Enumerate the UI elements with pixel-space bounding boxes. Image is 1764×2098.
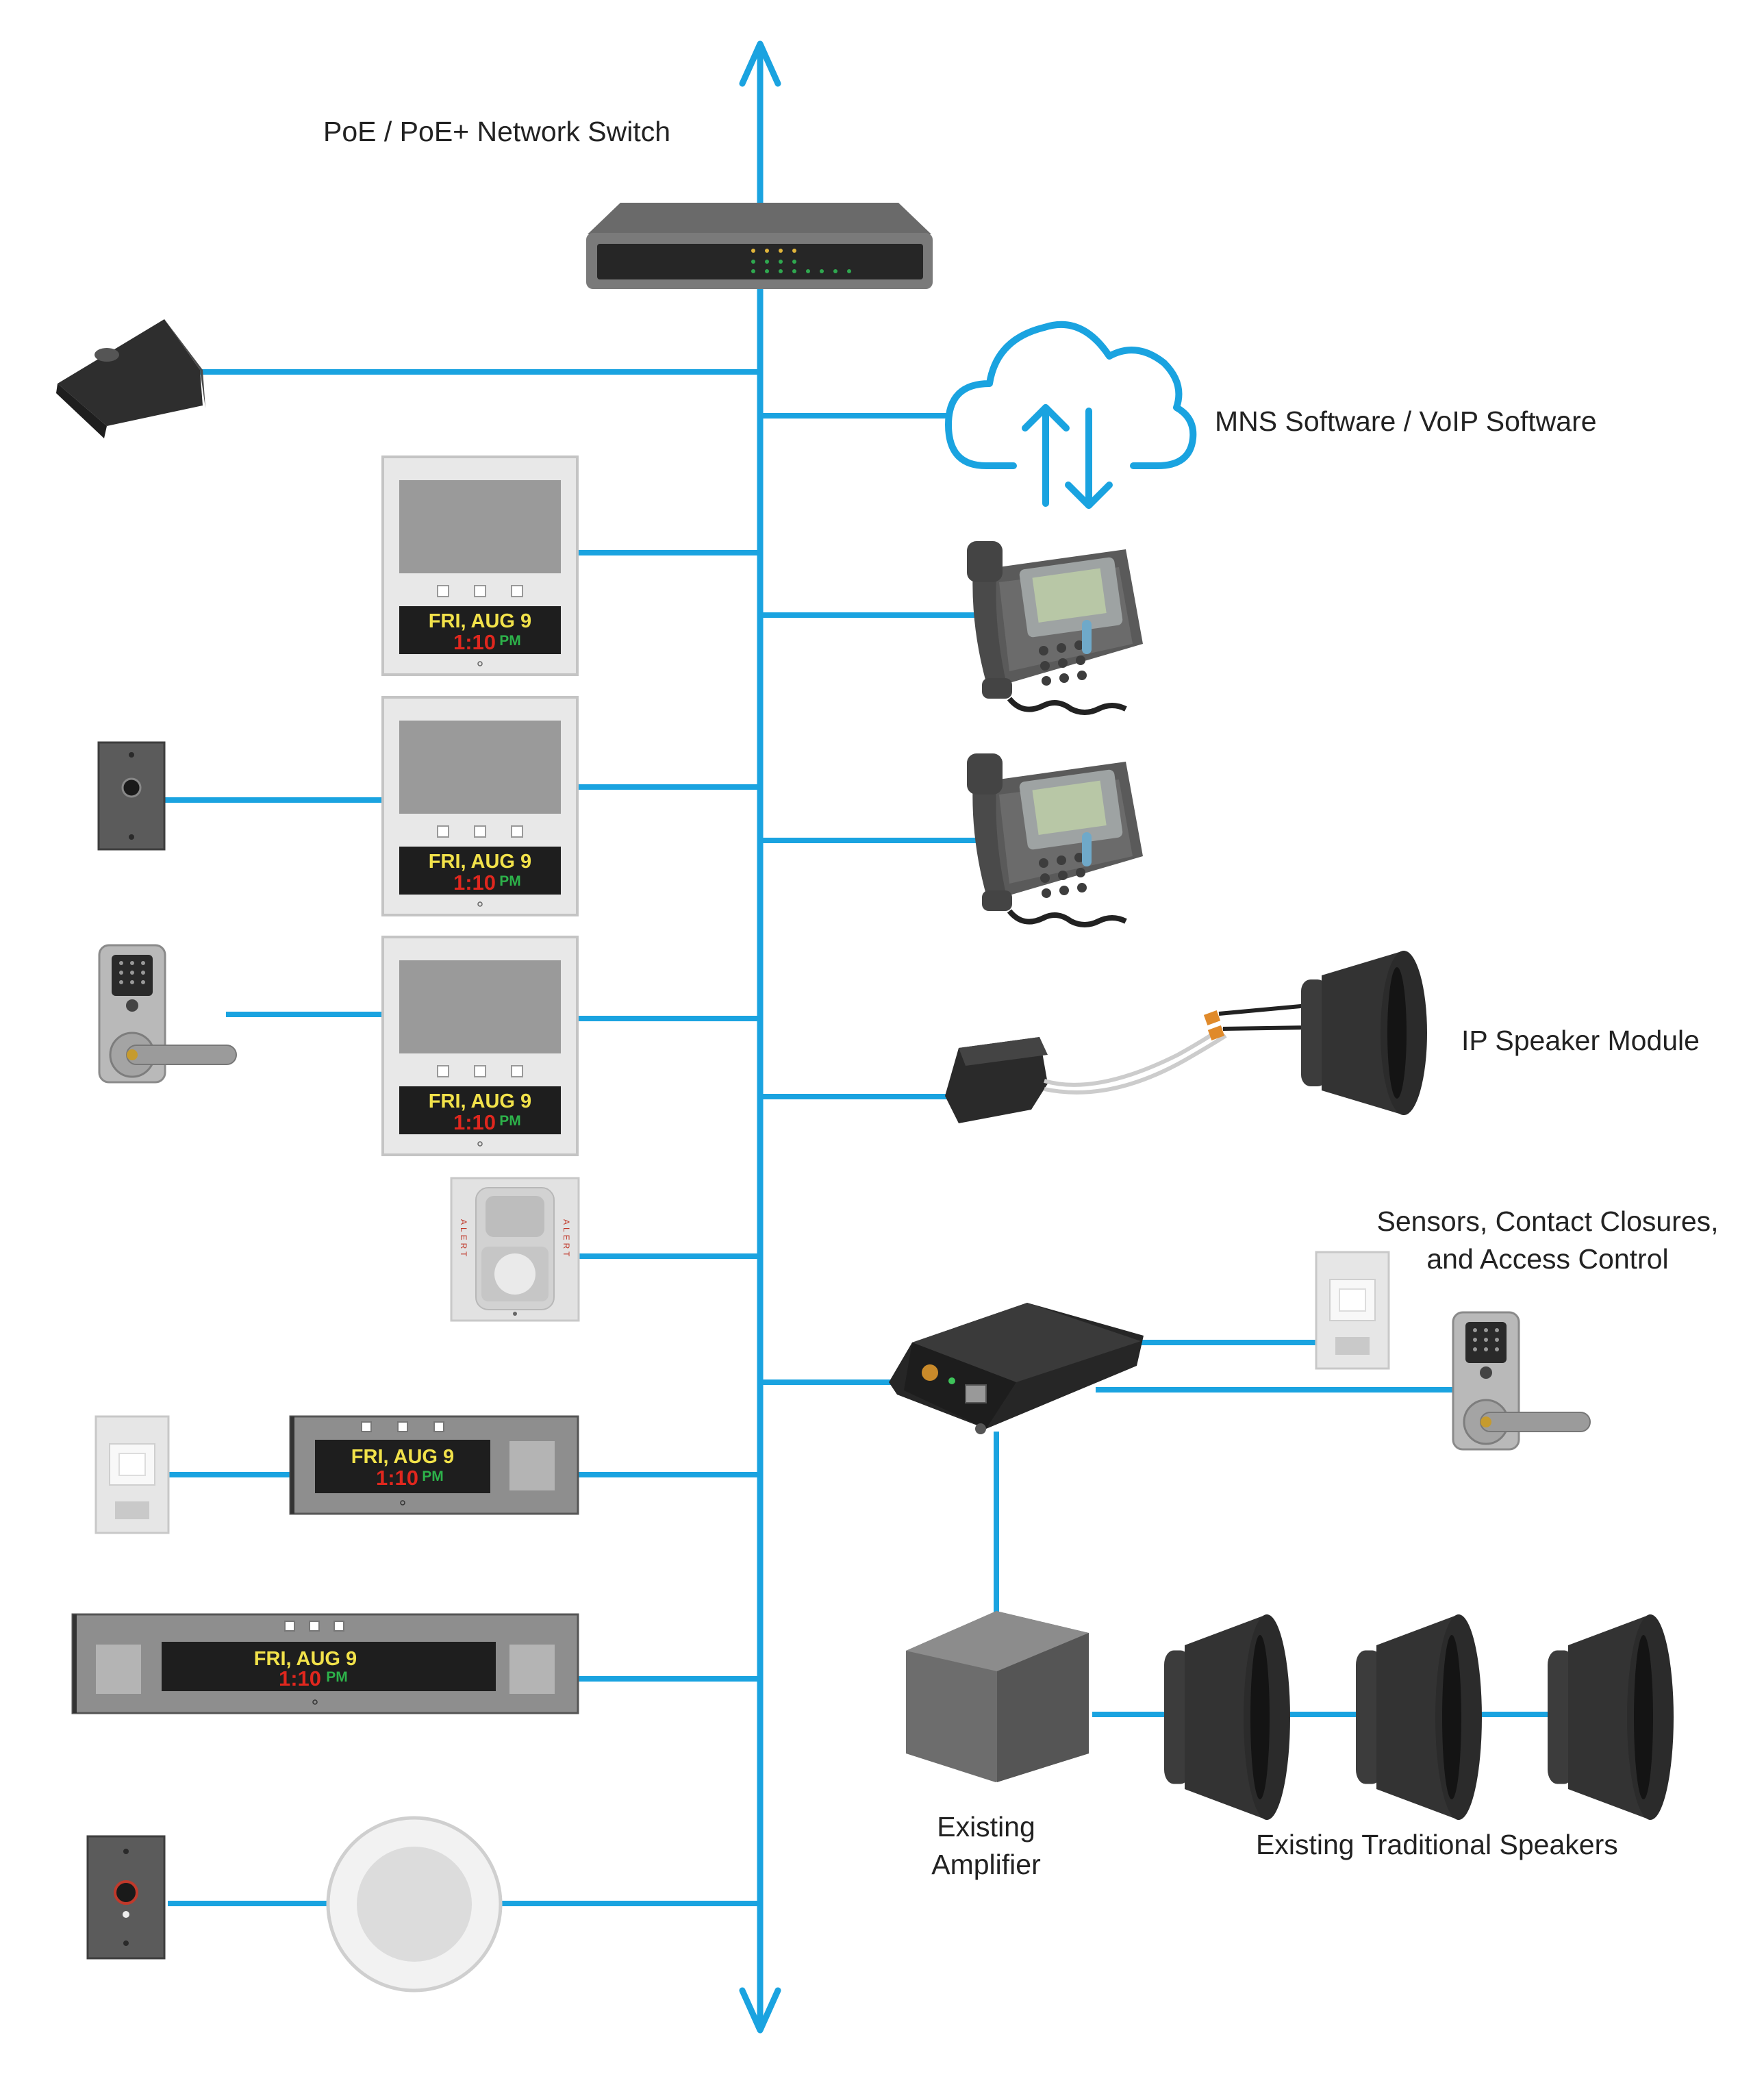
strobe-alert-device: ALERT ALERT: [450, 1177, 580, 1322]
switch-label: PoE / PoE+ Network Switch: [323, 116, 671, 147]
ip-speaker: [1301, 951, 1427, 1115]
display-medium-date: FRI, AUG 9: [351, 1446, 454, 1468]
connection-lines: [164, 369, 1589, 1906]
display-wide-date: FRI, AUG 9: [254, 1648, 357, 1670]
traditional-speakers-label: Existing Traditional Speakers: [1256, 1829, 1618, 1860]
display-2-time: 1:10: [453, 871, 496, 895]
door-lock-left: [98, 944, 238, 1084]
display-3-ampm: PM: [499, 1113, 521, 1129]
network-switch: [586, 203, 933, 289]
display-1-time: 1:10: [453, 630, 496, 654]
traditional-speaker-2: [1356, 1614, 1482, 1820]
motion-sensor-left: [94, 1415, 170, 1534]
display-3-time: 1:10: [453, 1110, 496, 1134]
display-1-ampm: PM: [499, 633, 521, 649]
traditional-speaker-1: [1164, 1614, 1290, 1820]
display-1-date: FRI, AUG 9: [429, 610, 531, 632]
display-wide-time: 1:10: [279, 1666, 321, 1690]
ip-speaker-label: IP Speaker Module: [1461, 1025, 1700, 1056]
amplifier-label-line1: Existing: [937, 1811, 1035, 1843]
arrow-down-icon: [739, 1987, 781, 2034]
door-lock-right: [1452, 1311, 1591, 1451]
interface-box: [889, 1303, 1144, 1434]
display-medium-time: 1:10: [376, 1466, 418, 1490]
existing-amplifier: [906, 1611, 1089, 1782]
amplifier-label-line2: Amplifier: [931, 1849, 1041, 1881]
traditional-speaker-3: [1548, 1614, 1674, 1820]
ip-speaker-module: [945, 1003, 1309, 1123]
ceiling-speaker: [326, 1816, 503, 1993]
sensors-label-line2: and Access Control: [1426, 1243, 1669, 1275]
strobe-left-text: ALERT: [459, 1219, 468, 1259]
sensors-label: Sensors, Contact Closures, and Access Co…: [1370, 1203, 1726, 1279]
call-button-plate: [86, 1835, 166, 1960]
display-wide-ampm: PM: [326, 1669, 348, 1685]
ip-phone-1: [967, 541, 1143, 712]
wall-display-medium: FRI, AUG 9 1:10 PM: [289, 1415, 579, 1515]
wedge-speaker-device: [56, 319, 205, 438]
ip-phone-2: [967, 753, 1143, 925]
display-2-ampm: PM: [499, 873, 521, 889]
amplifier-label: Existing Amplifier: [904, 1808, 1068, 1884]
cloud-icon: [945, 321, 1197, 509]
display-medium-ampm: PM: [422, 1469, 444, 1484]
wall-plate-camera: [97, 741, 166, 851]
strobe-right-text: ALERT: [562, 1219, 571, 1259]
display-3-date: FRI, AUG 9: [429, 1090, 531, 1112]
wall-display-wide: FRI, AUG 9 1:10 PM: [71, 1613, 579, 1714]
software-label: MNS Software / VoIP Software: [1215, 405, 1597, 437]
display-2-date: FRI, AUG 9: [429, 851, 531, 873]
sensors-label-line1: Sensors, Contact Closures,: [1376, 1206, 1719, 1237]
